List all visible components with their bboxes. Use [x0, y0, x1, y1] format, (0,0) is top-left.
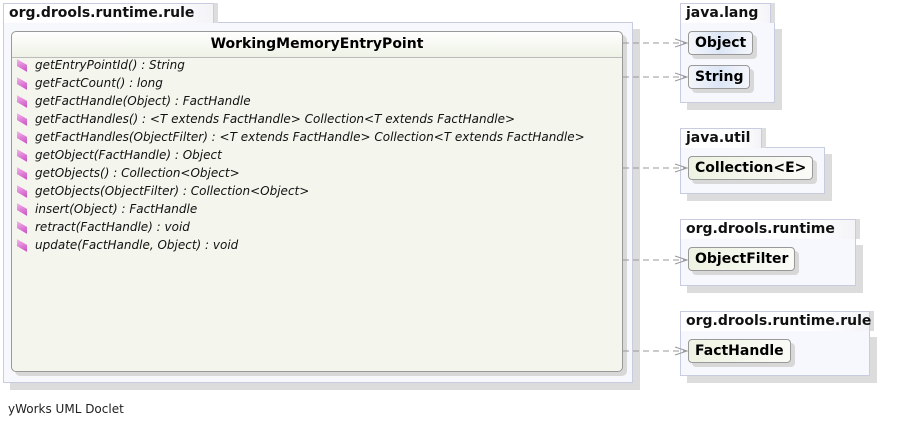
method-item[interactable]: getObjects(ObjectFilter) : Collection<Ob… — [17, 184, 309, 198]
method-signature: getObject(FactHandle) : Object — [35, 148, 222, 162]
method-item[interactable]: getFactHandles() : <T extends FactHandle… — [17, 112, 515, 126]
class-object[interactable]: Object — [688, 31, 754, 55]
class-name: WorkingMemoryEntryPoint — [12, 32, 622, 58]
class-collection[interactable]: Collection<E> — [688, 156, 814, 180]
method-signature: getFactHandle(Object) : FactHandle — [35, 94, 251, 108]
method-item[interactable]: getObject(FactHandle) : Object — [17, 148, 222, 162]
method-item[interactable]: getFactHandle(Object) : FactHandle — [17, 94, 251, 108]
method-signature: getFactHandles() : <T extends FactHandle… — [35, 112, 516, 126]
dependency-arrow-collection — [623, 163, 689, 173]
package-tab: java.util — [680, 128, 762, 148]
method-signature: getFactCount() : long — [35, 76, 163, 90]
method-signature: getEntryPointId() : String — [35, 58, 185, 72]
method-item[interactable]: getObjects() : Collection<Object> — [17, 166, 240, 180]
class-working-memory-entry-point[interactable]: WorkingMemoryEntryPoint getEntryPointId(… — [11, 31, 623, 372]
method-signature: insert(Object) : FactHandle — [35, 202, 198, 216]
method-item[interactable]: getFactCount() : long — [17, 76, 163, 90]
package-tab: org.drools.runtime.rule — [680, 311, 871, 331]
dependency-arrow-string — [623, 72, 689, 82]
method-signature: getObjects() : Collection<Object> — [35, 166, 240, 180]
class-string[interactable]: String — [688, 65, 751, 89]
dependency-arrow-object-filter — [623, 255, 689, 265]
package-tab: org.drools.runtime.rule — [3, 3, 214, 23]
class-object-filter[interactable]: ObjectFilter — [688, 247, 796, 271]
method-signature: getFactHandles(ObjectFilter) : <T extend… — [35, 130, 585, 144]
method-signature: update(FactHandle, Object) : void — [35, 238, 239, 252]
method-item[interactable]: getFactHandles(ObjectFilter) : <T extend… — [17, 130, 585, 144]
class-fact-handle[interactable]: FactHandle — [688, 339, 791, 363]
method-signature: getObjects(ObjectFilter) : Collection<Ob… — [35, 184, 310, 198]
method-item[interactable]: getEntryPointId() : String — [17, 58, 185, 72]
package-tab: org.drools.runtime — [680, 219, 856, 239]
method-item[interactable]: insert(Object) : FactHandle — [17, 202, 197, 216]
dependency-arrow-object — [623, 38, 689, 48]
method-signature: retract(FactHandle) : void — [35, 220, 190, 234]
dependency-arrow-fact-handle — [623, 346, 689, 356]
footer-credit: yWorks UML Doclet — [8, 402, 124, 416]
method-item[interactable]: retract(FactHandle) : void — [17, 220, 190, 234]
package-tab: java.lang — [680, 3, 771, 23]
method-item[interactable]: update(FactHandle, Object) : void — [17, 238, 238, 252]
